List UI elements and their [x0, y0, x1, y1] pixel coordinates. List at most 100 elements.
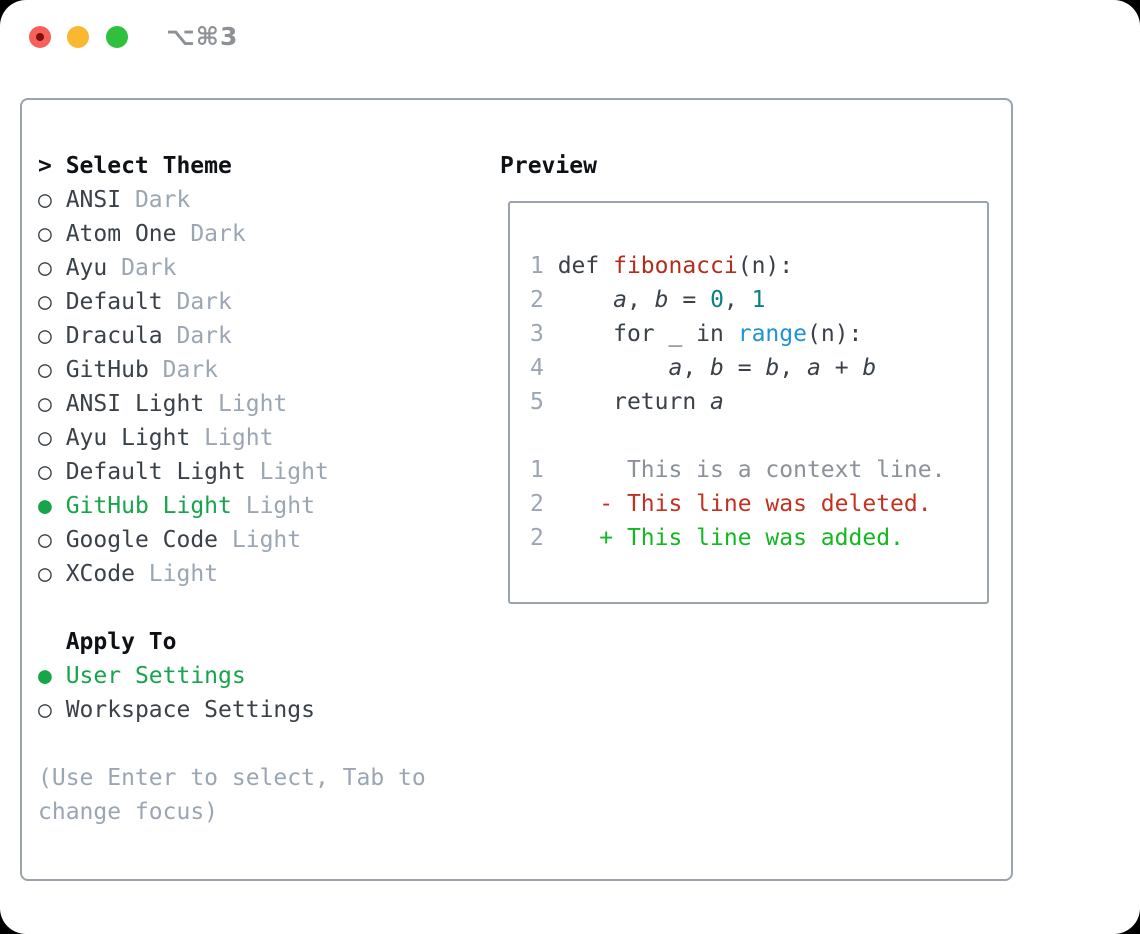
theme-name: Google Code: [65, 527, 219, 553]
preview-header: Preview: [500, 153, 597, 179]
code-segment: b: [710, 355, 724, 381]
theme-option-github-light-light[interactable]: ● GitHub Light Light: [38, 489, 482, 523]
code-segment: range: [737, 321, 807, 347]
theme-option-ayu-dark[interactable]: ○ Ayu Dark: [38, 251, 482, 285]
close-button[interactable]: [29, 26, 51, 48]
theme-name: Ayu: [65, 255, 108, 281]
code-line: 3 for _ in range(n):: [530, 317, 945, 351]
code-segment: b: [862, 355, 877, 381]
radio-icon: ○: [38, 697, 66, 723]
theme-name: GitHub: [65, 357, 149, 383]
theme-name: XCode: [65, 561, 135, 587]
radio-selected-icon: ●: [38, 663, 66, 689]
theme-name: ANSI: [65, 187, 122, 213]
theme-name: Default Light: [65, 459, 246, 485]
theme-variant-tag: Dark: [148, 357, 219, 383]
code-segment: [558, 355, 669, 381]
code-segment: fibonacci: [613, 253, 738, 279]
theme-name: Dracula: [65, 323, 163, 349]
line-number: 1: [530, 253, 558, 279]
spacer: [38, 727, 482, 761]
line-number: [530, 423, 558, 449]
code-segment: a: [613, 287, 627, 313]
code-segment: [558, 287, 613, 313]
theme-option-google-code-light[interactable]: ○ Google Code Light: [38, 523, 482, 557]
theme-option-ayu-light-light[interactable]: ○ Ayu Light Light: [38, 421, 482, 455]
diff-line-deleted: 2 - This line was deleted.: [530, 487, 945, 521]
apply-option-workspace-settings[interactable]: ○ Workspace Settings: [38, 693, 482, 727]
theme-variant-tag: Light: [218, 527, 302, 553]
code-segment: =: [668, 287, 711, 313]
theme-list: ○ ANSI Dark○ Atom One Dark○ Ayu Dark○ De…: [38, 183, 482, 591]
line-number: 2: [530, 525, 558, 551]
radio-icon: ○: [38, 459, 66, 485]
radio-icon: ○: [38, 391, 66, 417]
theme-name: GitHub Light: [65, 493, 232, 519]
apply-to-header: Apply To: [65, 629, 177, 655]
spacer: [38, 591, 482, 625]
blank-line: [530, 419, 945, 453]
line-number: 5: [530, 389, 558, 415]
code-segment: ,: [779, 355, 808, 381]
maximize-button[interactable]: [106, 26, 128, 48]
cursor-icon: >: [38, 153, 52, 179]
code-segment: This is a context line.: [557, 457, 946, 483]
apply-option-user-settings[interactable]: ● User Settings: [38, 659, 482, 693]
line-number: 4: [530, 355, 558, 381]
hint-text: (Use Enter to select, Tab to change focu…: [38, 765, 426, 825]
code-segment: (n):: [806, 321, 863, 347]
radio-icon: ○: [38, 187, 66, 213]
theme-variant-tag: Dark: [176, 221, 246, 247]
theme-option-ansi-light-light[interactable]: ○ ANSI Light Light: [38, 387, 482, 421]
radio-icon: ○: [38, 221, 66, 247]
line-number: 2: [530, 287, 558, 313]
code-segment: +: [820, 355, 863, 381]
code-segment: def: [557, 253, 614, 279]
radio-icon: ○: [38, 425, 66, 451]
theme-name: Ayu Light: [65, 425, 191, 451]
apply-option-label: Workspace Settings: [65, 697, 315, 723]
code-segment: - This line was deleted.: [557, 491, 932, 517]
radio-icon: ○: [38, 323, 66, 349]
code-line: 1 def fibonacci(n):: [530, 249, 945, 283]
theme-option-default-light-light[interactable]: ○ Default Light Light: [38, 455, 482, 489]
theme-option-xcode-light[interactable]: ○ XCode Light: [38, 557, 482, 591]
radio-icon: ○: [38, 561, 66, 587]
code-line: 2 a, b = 0, 1: [530, 283, 945, 317]
theme-option-ansi-dark[interactable]: ○ ANSI Dark: [38, 183, 482, 217]
code-line: 4 a, b = b, a + b: [530, 351, 945, 385]
code-segment: ,: [682, 355, 711, 381]
diff-line-added: 2 + This line was added.: [530, 521, 945, 555]
code-segment: b: [765, 355, 780, 381]
code-segment: a: [668, 355, 683, 381]
code-segment: 0: [710, 287, 724, 313]
theme-variant-tag: Light: [231, 493, 315, 519]
theme-option-default-dark[interactable]: ○ Default Dark: [38, 285, 482, 319]
code-segment: 1: [751, 287, 766, 313]
theme-variant-tag: Dark: [107, 255, 177, 281]
code-segment: ,: [626, 287, 655, 313]
theme-option-github-dark[interactable]: ○ GitHub Dark: [38, 353, 482, 387]
theme-variant-tag: Dark: [162, 323, 232, 349]
theme-option-atom-one-dark[interactable]: ○ Atom One Dark: [38, 217, 482, 251]
theme-option-dracula-dark[interactable]: ○ Dracula Dark: [38, 319, 482, 353]
code-segment: ,: [723, 287, 752, 313]
theme-list-section: >Select Theme ○ ANSI Dark○ Atom One Dark…: [38, 149, 482, 829]
minimize-button[interactable]: [67, 26, 89, 48]
theme-variant-tag: Light: [134, 561, 219, 587]
code-segment: a: [710, 389, 724, 415]
theme-name: Atom One: [65, 221, 177, 247]
close-dot-icon: [36, 33, 44, 41]
line-number: 3: [530, 321, 558, 347]
select-theme-header: > Select Theme: [38, 149, 482, 183]
code-line: 5 return a: [530, 385, 945, 419]
code-segment: (n):: [737, 253, 794, 279]
code-segment: return: [557, 389, 711, 415]
radio-icon: ○: [38, 357, 66, 383]
select-theme-title: Select Theme: [65, 153, 232, 179]
radio-icon: ○: [38, 527, 66, 553]
theme-variant-tag: Light: [190, 425, 274, 451]
